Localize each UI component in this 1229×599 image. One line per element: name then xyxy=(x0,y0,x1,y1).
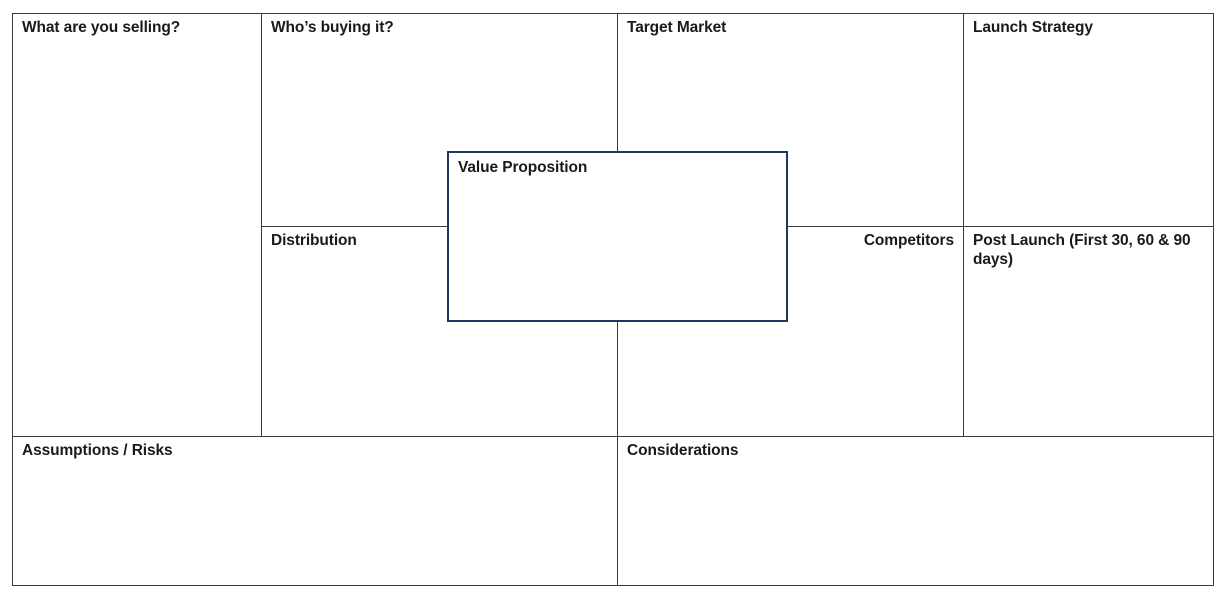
bottom-row-divider xyxy=(12,436,1214,437)
divider-center-top xyxy=(617,13,618,152)
divider-selling-buyer xyxy=(261,13,262,437)
cell-label-competitors: Competitors xyxy=(863,232,954,249)
divider-buyer-distribution xyxy=(261,226,448,227)
cell-label-assumptions: Assumptions / Risks xyxy=(22,442,173,459)
cell-label-buyer: Who’s buying it? xyxy=(271,19,394,36)
divider-market-competitors xyxy=(786,226,964,227)
cell-label-selling: What are you selling? xyxy=(22,19,181,36)
cell-label-distribution: Distribution xyxy=(271,232,357,249)
cell-label-launch-strategy: Launch Strategy xyxy=(973,19,1093,36)
divider-center-bottom xyxy=(617,320,618,586)
cell-label-post-launch: Post Launch (First 30, 60 & 90 days) xyxy=(973,232,1191,268)
outer-bottom-border xyxy=(12,585,1214,586)
value-proposition-box: Value Proposition xyxy=(447,151,788,322)
cell-label-target-market: Target Market xyxy=(627,19,727,36)
cell-label-value-proposition: Value Proposition xyxy=(458,159,588,176)
outer-left-border xyxy=(12,13,13,586)
divider-market-launch xyxy=(963,13,964,437)
outer-right-border xyxy=(1213,13,1214,586)
outer-top-border xyxy=(12,13,1214,14)
divider-launch-postlaunch xyxy=(963,226,1214,227)
cell-label-considerations: Considerations xyxy=(627,442,739,459)
